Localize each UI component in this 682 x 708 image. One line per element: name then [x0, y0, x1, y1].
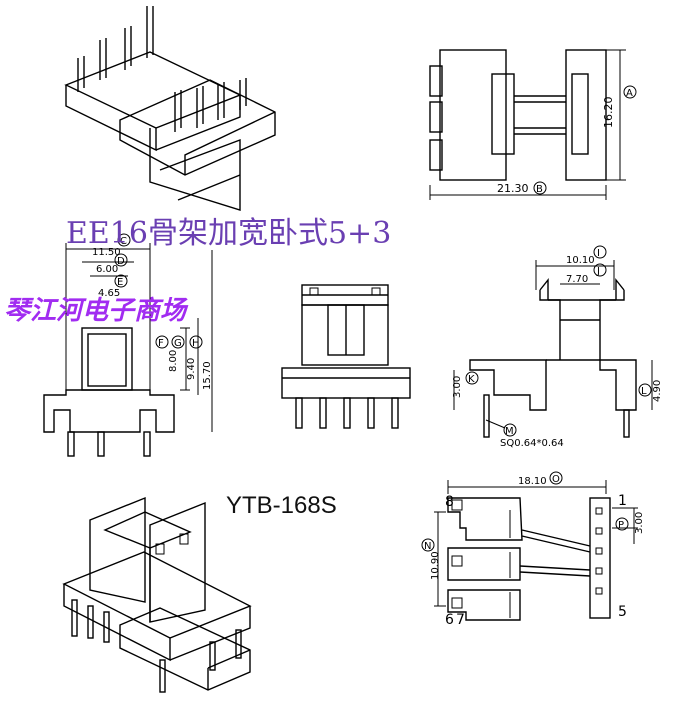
dim-e-letter: E	[117, 277, 123, 288]
dim-d-marker	[114, 253, 128, 267]
top-view	[429, 49, 626, 200]
dim-o-marker	[549, 471, 563, 485]
dim-p-marker	[615, 517, 629, 531]
side-view-center	[281, 284, 411, 429]
dim-j-letter: J	[596, 266, 600, 277]
shop-watermark: 琴江河电子商场	[4, 296, 187, 326]
pin-1-label: 1	[618, 493, 627, 509]
dim-p-value: 3.00	[634, 512, 645, 534]
dim-m-value: SQ0.64*0.64	[500, 438, 564, 449]
dim-g-value: 9.40	[186, 358, 197, 380]
dim-k-letter: K	[468, 374, 475, 385]
dim-i-letter: I	[597, 248, 600, 259]
dim-l-value: 4.90	[652, 380, 663, 402]
pin-8-label: 8	[445, 494, 454, 510]
dim-m-marker	[503, 423, 517, 437]
dim-e-marker	[114, 274, 128, 288]
dim-c-value: 11.50	[92, 247, 121, 258]
product-title: EE16骨架加宽卧式5+3	[66, 216, 392, 251]
dim-a-letter: A	[626, 88, 633, 99]
dim-b-marker	[533, 181, 547, 195]
dim-n-letter: N	[424, 541, 431, 552]
dim-o-letter: O	[552, 474, 560, 485]
dim-i-marker	[593, 245, 607, 259]
bottom-view	[434, 480, 638, 621]
dim-f-marker	[155, 335, 169, 349]
pin-6-label: 6	[445, 612, 454, 628]
dim-h-letter: H	[192, 338, 200, 349]
dim-c-marker	[117, 233, 131, 247]
dim-l-letter: L	[641, 386, 647, 397]
model-number: YTB-168S	[226, 492, 337, 519]
dim-l-marker	[638, 383, 652, 397]
dim-b-value: 21.30	[497, 182, 529, 195]
dim-k-marker	[465, 371, 479, 385]
dim-o-value: 18.10	[518, 476, 547, 487]
dim-h-marker	[189, 335, 203, 349]
dim-k-value: 3.00	[452, 376, 463, 398]
iso-view-bottom	[62, 496, 252, 693]
dim-j-value: 7.70	[566, 274, 588, 285]
dim-m-letter: M	[505, 426, 514, 437]
side-view-right	[453, 260, 653, 438]
dim-h-value: 15.70	[202, 361, 213, 390]
dim-n-value: 10.90	[430, 551, 441, 580]
iso-view-top	[64, 6, 276, 211]
dim-f-letter: F	[158, 338, 164, 349]
dim-f-value: 8.00	[168, 350, 179, 372]
dim-c-letter: C	[120, 236, 127, 247]
dim-b-letter: B	[536, 184, 543, 195]
front-view	[43, 243, 213, 457]
dim-a-marker	[623, 85, 637, 99]
pin-5-label: 5	[618, 604, 627, 620]
pin-7-label: 7	[456, 612, 465, 628]
dim-j-marker	[593, 263, 607, 277]
dim-d-letter: D	[117, 256, 125, 267]
dim-d-value: 6.00	[96, 264, 118, 275]
dim-i-value: 10.10	[566, 255, 595, 266]
dim-e-value: 4.65	[98, 288, 120, 299]
dim-g-letter: G	[174, 338, 182, 349]
dim-p-letter: P	[618, 520, 624, 531]
dim-a-value: 16.20	[602, 97, 615, 129]
dim-n-marker	[421, 538, 435, 552]
dim-g-marker	[171, 335, 185, 349]
